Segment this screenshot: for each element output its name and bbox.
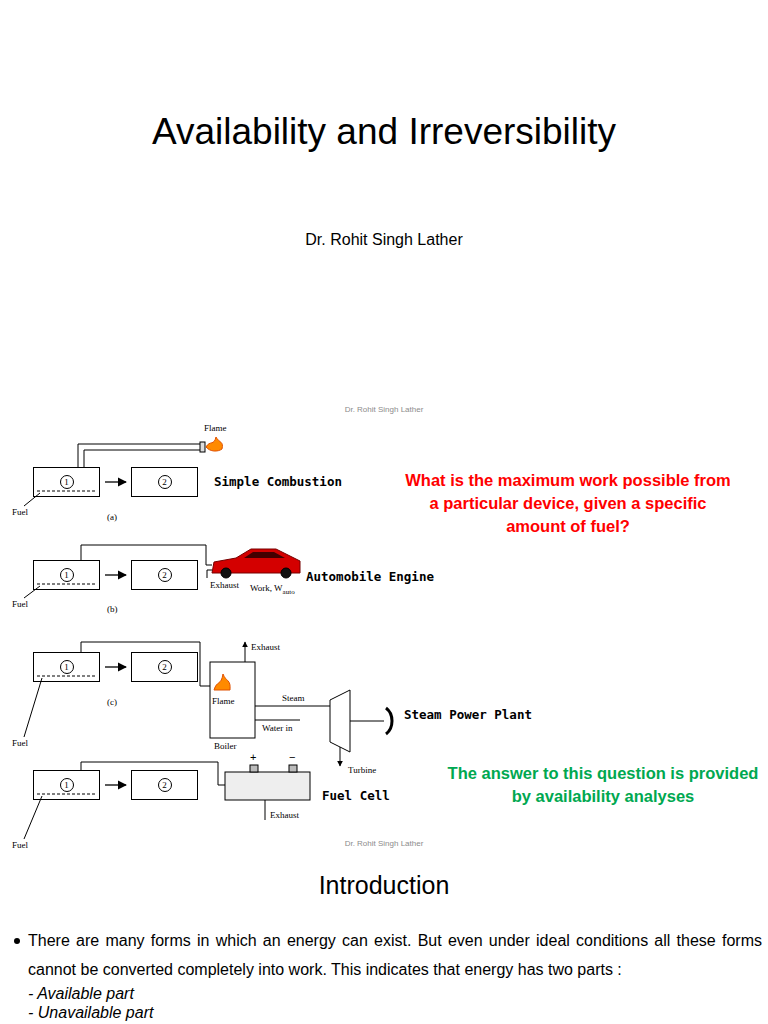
steam-line — [255, 706, 330, 707]
state-number: 2 — [158, 778, 172, 792]
car-wheel — [221, 568, 231, 578]
fuel-pipe — [81, 642, 210, 686]
sub-item: - Available part — [28, 984, 134, 1003]
exhaust-pipe — [207, 570, 212, 578]
part-label: Flame — [204, 423, 227, 434]
turbine-shaft — [350, 721, 384, 722]
sub-item: - Unavailable part — [28, 1003, 153, 1022]
exhaust-pipe — [265, 800, 266, 820]
process-arrow — [105, 784, 126, 785]
turbine-outlet — [340, 747, 341, 766]
question-note: What is the maximum work possible from a… — [403, 469, 733, 538]
leader-line — [24, 678, 42, 737]
part-label: Fuel — [12, 507, 28, 518]
flame — [206, 437, 222, 451]
subscript: auto — [283, 588, 295, 596]
bullet-text: There are many forms in which an energy … — [28, 926, 762, 984]
fuel-cell — [225, 772, 310, 800]
boiler — [210, 662, 255, 738]
car-wheel — [281, 568, 291, 578]
device-name: Automobile Engine — [306, 569, 434, 584]
state-number: 2 — [158, 568, 172, 582]
watermark: Dr. Rohit Singh Lather — [0, 839, 768, 849]
process-arrow — [105, 574, 126, 575]
part-label: Fuel — [12, 599, 28, 610]
terminal-sign: − — [289, 751, 295, 763]
fuel-level — [37, 491, 96, 492]
fuel-pipe — [84, 450, 200, 467]
section-heading: Introduction — [0, 870, 768, 900]
fuel-tank: 1 — [33, 560, 100, 590]
fuel-level — [37, 676, 96, 677]
fuel-tank: 1 — [33, 652, 100, 682]
leader-line — [24, 493, 40, 506]
state-number: 1 — [60, 778, 74, 792]
part-label: Work, W — [250, 583, 283, 594]
state-number: 1 — [60, 475, 74, 489]
author-name: Dr. Rohit Singh Lather — [0, 230, 768, 250]
process-arrow — [105, 481, 126, 482]
terminal-sign: + — [250, 751, 256, 763]
burner-nozzle — [200, 442, 205, 452]
device-name: Steam Power Plant — [404, 707, 532, 722]
terminal — [289, 765, 297, 772]
state-number: 2 — [158, 475, 172, 489]
state-number: 1 — [60, 660, 74, 674]
answer-note: The answer to this question is provided … — [438, 762, 768, 808]
exhaust-arrow — [245, 642, 246, 662]
fuel-pipe — [78, 444, 200, 467]
fuel-pipe — [81, 762, 225, 785]
part-label: Exhaust — [251, 642, 280, 653]
part-label: Turbine — [348, 765, 376, 776]
state-number: 2 — [158, 660, 172, 674]
part-label: Flame — [212, 696, 235, 707]
part-label: Exhaust — [270, 810, 299, 821]
fuel-tank: 2 — [131, 467, 198, 497]
part-label: Fuel — [12, 738, 28, 749]
slide-title: Availability and Irreversibility — [0, 110, 768, 154]
part-label: Water in — [262, 723, 293, 734]
fuel-tank: 1 — [33, 467, 100, 497]
panel-label: (a) — [107, 512, 117, 523]
part-label: Steam — [282, 693, 305, 704]
panel-label: (b) — [107, 604, 118, 615]
flame — [214, 674, 230, 690]
device-name: Simple Combustion — [214, 474, 342, 489]
bullet — [14, 938, 20, 944]
process-arrow — [105, 666, 126, 667]
fuel-level — [37, 584, 96, 585]
leader-line — [24, 796, 42, 839]
turbine — [330, 690, 350, 752]
state-number: 1 — [60, 568, 74, 582]
fuel-tank: 2 — [131, 652, 198, 682]
fuel-tank: 1 — [33, 770, 100, 800]
terminal — [250, 765, 258, 772]
fuel-pipe — [81, 545, 212, 565]
leader-line — [24, 586, 40, 598]
part-label: Fuel — [12, 840, 28, 851]
fuel-tank: 2 — [131, 560, 198, 590]
panel-label: (c) — [107, 697, 117, 708]
watermark: Dr. Rohit Singh Lather — [0, 405, 768, 415]
device-name: Fuel Cell — [322, 788, 390, 803]
water-line — [255, 720, 300, 721]
car-window — [244, 552, 285, 558]
part-label: Boiler — [214, 741, 237, 752]
fuel-level — [37, 794, 96, 795]
part-label: Exhaust — [210, 580, 239, 591]
generator — [386, 708, 392, 734]
fuel-tank: 2 — [131, 770, 198, 800]
